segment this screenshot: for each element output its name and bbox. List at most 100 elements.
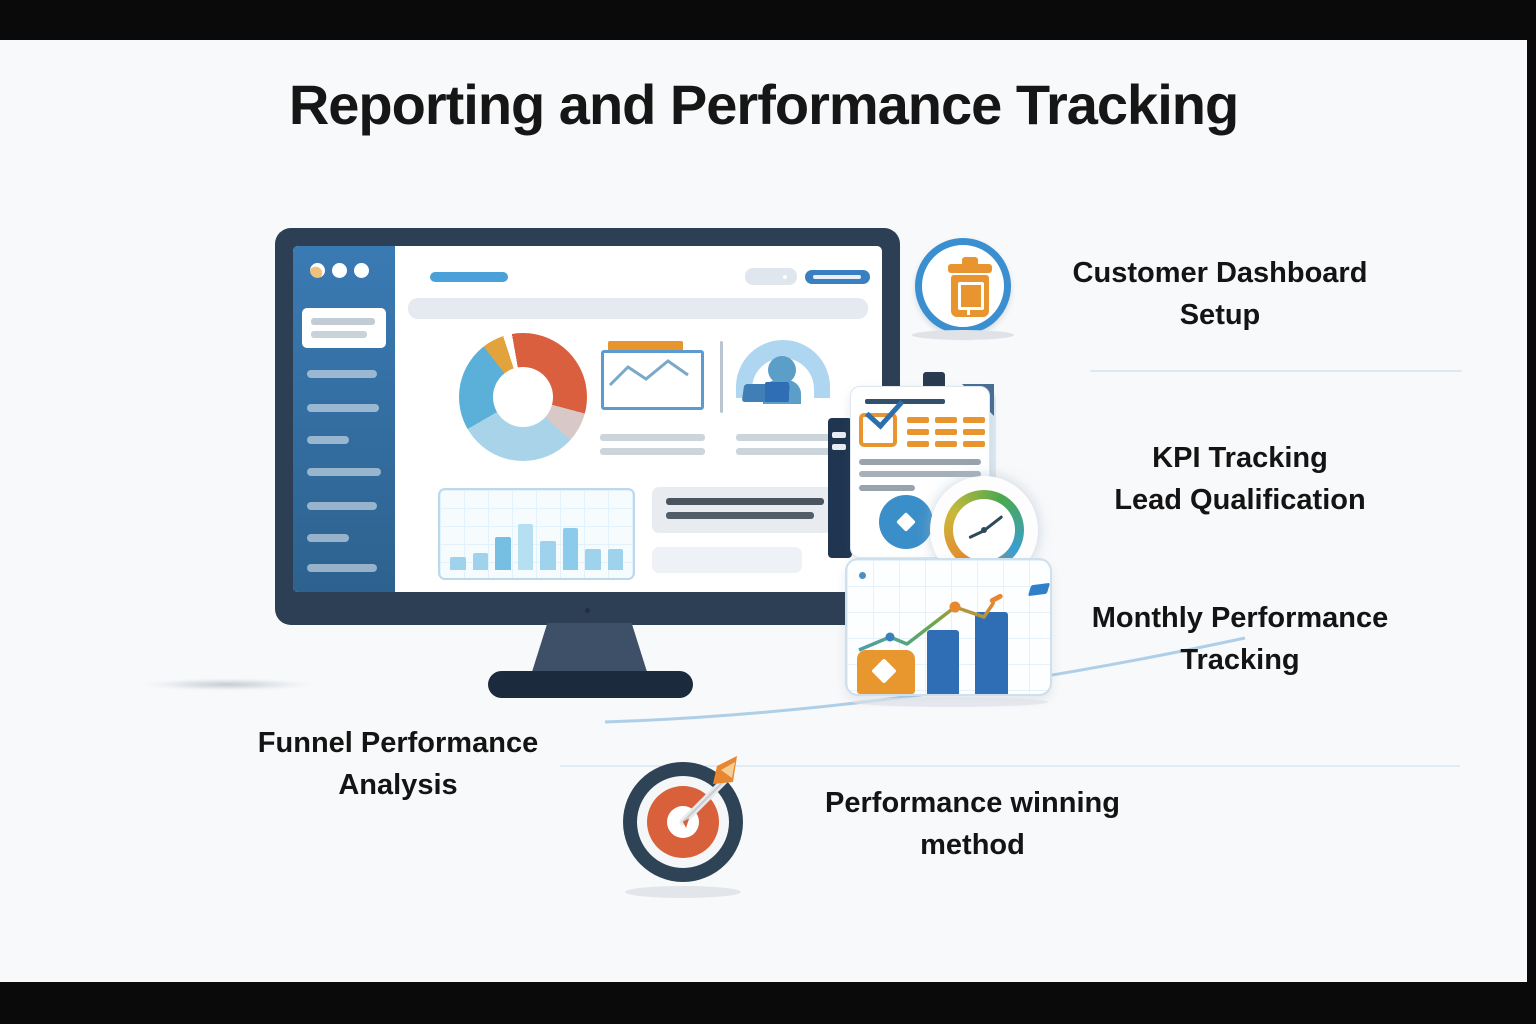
monitor-floor-shadow — [140, 678, 315, 691]
summary-card — [652, 487, 838, 533]
text-placeholder-line — [736, 448, 841, 455]
drop-badge-icon — [879, 495, 933, 549]
checkbox-icon — [859, 413, 897, 447]
trend-line — [858, 593, 1003, 652]
bar — [562, 528, 578, 570]
monitor-stand-neck — [531, 623, 648, 675]
sidebar-menu-line — [307, 404, 379, 412]
divider-line — [560, 765, 1460, 767]
window-dot-icon — [332, 263, 347, 278]
primary-button — [805, 270, 870, 284]
trash-body — [951, 275, 989, 317]
callout-kpi-tracking: KPI Tracking Lead Qualification — [1055, 437, 1425, 521]
trash-lid — [948, 264, 992, 273]
target-shadow — [625, 886, 741, 898]
text-placeholder-line — [859, 459, 981, 465]
callout-line: Analysis — [338, 769, 458, 801]
laptop-screen-icon — [765, 382, 789, 402]
document-title-line — [865, 399, 945, 404]
callout-line: Funnel Performance — [257, 727, 539, 759]
orange-dash — [907, 429, 929, 435]
document-clip — [923, 372, 945, 390]
monitor-power-dot — [585, 608, 590, 613]
envelope-icon — [601, 350, 704, 410]
donut-chart-icon — [459, 333, 587, 461]
search-field — [745, 268, 797, 285]
orange-dash — [935, 417, 957, 423]
person-head-icon — [768, 356, 796, 384]
card-dot — [859, 572, 866, 579]
callout-line: Setup — [1179, 299, 1261, 331]
sidebar-menu-line — [307, 502, 377, 510]
sidebar-menu-line — [307, 370, 377, 378]
text-placeholder-line — [666, 498, 824, 505]
widget-divider — [720, 341, 723, 413]
trash-tick — [967, 308, 970, 315]
clock-center-dot — [981, 527, 987, 533]
callout-customer-dashboard: Customer Dashboard Setup — [1040, 252, 1400, 336]
callout-line: method — [920, 829, 1025, 861]
monitor-stand-base — [488, 671, 693, 698]
sidebar-menu-line — [307, 468, 381, 476]
callout-monthly-performance: Monthly Performance Tracking — [1040, 597, 1440, 681]
clock-icon — [944, 490, 1024, 570]
callout-line: Tracking — [1180, 644, 1300, 676]
dashboard-screen — [293, 246, 882, 592]
text-placeholder-line — [600, 448, 705, 455]
panel-line — [832, 444, 846, 450]
text-placeholder-line — [859, 471, 981, 477]
callout-performance-winning: Performance winning method — [790, 782, 1155, 866]
orange-dash — [935, 429, 957, 435]
orange-dash — [963, 429, 985, 435]
growth-chart-card — [845, 558, 1052, 696]
sidebar-menu-line — [307, 564, 377, 572]
orange-block-icon — [857, 650, 915, 694]
divider-line — [1090, 370, 1462, 372]
callout-line: Monthly Performance — [1091, 602, 1389, 634]
target-with-dart-icon — [623, 756, 743, 882]
trash-shadow — [912, 330, 1014, 340]
orange-dash — [907, 417, 929, 423]
page-title: Reporting and Performance Tracking — [288, 73, 1239, 136]
footer-bar — [652, 547, 802, 573]
bar-chart-widget — [438, 488, 635, 580]
text-placeholder-line — [311, 331, 367, 338]
bar — [517, 524, 533, 570]
orange-dash — [963, 417, 985, 423]
diamond-glyph — [896, 512, 916, 532]
orange-dash — [907, 441, 929, 447]
text-placeholder-line — [666, 512, 814, 519]
text-placeholder-line — [859, 485, 915, 491]
callout-funnel-performance: Funnel Performance Analysis — [218, 722, 578, 806]
toolbar-bar — [408, 298, 868, 319]
button-label-line — [813, 275, 861, 279]
bar — [585, 549, 601, 570]
sidebar-profile-card — [302, 308, 386, 348]
trash-can-icon — [915, 238, 1011, 334]
orange-dash — [963, 441, 985, 447]
window-dot-icon — [310, 263, 325, 278]
bar — [450, 557, 466, 570]
trash-slot — [958, 282, 984, 310]
bar — [607, 549, 623, 570]
callout-line: Performance winning — [825, 787, 1120, 819]
dashboard-title-pill — [430, 272, 508, 282]
trash-lid-knob — [962, 257, 978, 265]
clock-face — [953, 499, 1015, 561]
window-dot-icon — [354, 263, 369, 278]
background-panel — [828, 418, 852, 558]
sidebar-menu-line — [307, 534, 349, 542]
callout-line: Lead Qualification — [1114, 484, 1366, 516]
orange-dash — [935, 441, 957, 447]
trend-zigzag-line — [608, 359, 689, 387]
sidebar-menu-line — [307, 436, 349, 444]
panel-line — [832, 432, 846, 438]
bar — [540, 541, 556, 570]
growth-card-shadow — [852, 697, 1048, 707]
search-icon — [783, 275, 787, 279]
text-placeholder-line — [736, 434, 841, 441]
text-placeholder-line — [311, 318, 375, 325]
swoosh-line — [604, 636, 1246, 724]
callout-line: Customer Dashboard — [1072, 257, 1368, 289]
bar — [927, 630, 959, 694]
